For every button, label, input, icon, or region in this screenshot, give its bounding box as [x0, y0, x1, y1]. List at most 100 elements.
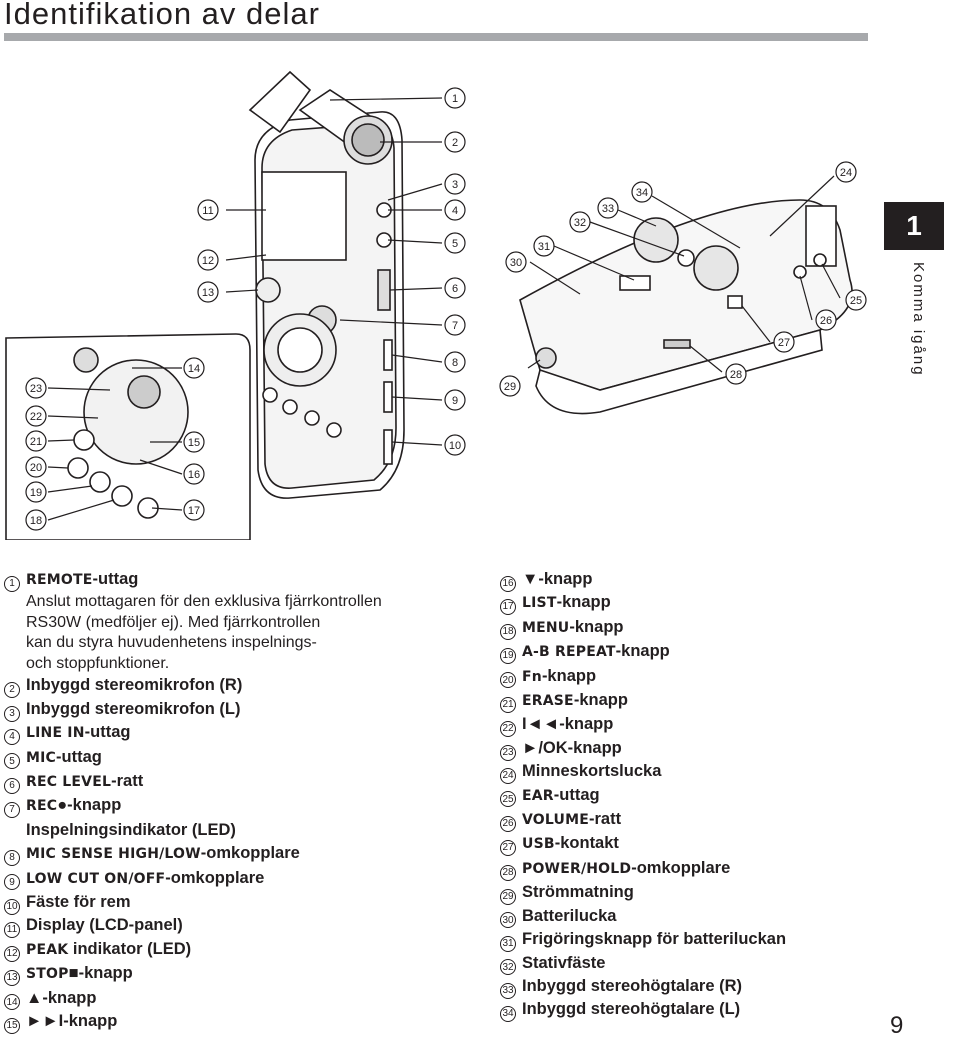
part-item: 15►►I-knapp [4, 1010, 474, 1034]
part-text: Inbyggd stereohögtalare (R) [522, 976, 743, 995]
svg-text:26: 26 [820, 315, 832, 327]
part-label: PEAK [26, 941, 69, 958]
part-text: -knapp [569, 617, 624, 636]
svg-text:17: 17 [188, 505, 200, 517]
back-leader-lines [527, 175, 841, 373]
svg-text:21: 21 [30, 436, 42, 448]
part-number-badge: 5 [4, 753, 20, 770]
svg-text:32: 32 [574, 217, 586, 229]
svg-text:30: 30 [510, 257, 522, 269]
svg-text:25: 25 [850, 295, 862, 307]
part-number-badge: 4 [4, 728, 20, 745]
part-text: Fäste för rem [26, 893, 131, 912]
part-text: ■-knapp [68, 964, 133, 983]
part-item: 7 REC●-knapp [4, 794, 474, 819]
front-callouts [25, 87, 867, 531]
front-leader-lines [225, 97, 443, 446]
part-number-badge: 15 [4, 1017, 20, 1034]
control-inset [5, 333, 251, 540]
part-number-badge: 21 [500, 696, 516, 713]
part-item: 14▲-knapp [4, 987, 474, 1011]
part-number-badge: 26 [500, 815, 516, 832]
part-text: -uttag [92, 570, 139, 588]
svg-text:29: 29 [504, 381, 516, 393]
part-text: -kontakt [554, 834, 619, 853]
part-text: Display (LCD-panel) [26, 916, 183, 935]
part-description-line: och stoppfunktioner. [26, 654, 170, 672]
svg-text:1: 1 [452, 93, 458, 105]
part-item: 4 LINE IN-uttag [4, 721, 474, 745]
inset-leader-lines [47, 367, 183, 521]
part-text: -ratt [588, 810, 622, 829]
part-description-line: RS30W (medföljer ej). Med fjärrkontrolle… [26, 613, 321, 631]
part-text: Minneskortslucka [522, 762, 662, 781]
svg-text:2: 2 [452, 137, 458, 149]
svg-text:22: 22 [30, 411, 42, 423]
svg-text:5: 5 [452, 238, 458, 250]
svg-text:28: 28 [730, 369, 742, 381]
part-text: -uttag [84, 723, 131, 742]
callout-labels: 1 2 3 4 5 6 7 8 9 10 11 12 13 23 22 21 2… [30, 93, 862, 527]
svg-text:24: 24 [840, 167, 852, 179]
part-label: MENU [522, 619, 570, 636]
part-label: LIST [522, 595, 557, 612]
svg-text:34: 34 [636, 187, 648, 199]
svg-text:6: 6 [452, 283, 458, 295]
part-text: Inbyggd stereohögtalare (L) [522, 1000, 741, 1019]
part-number-badge: 30 [500, 912, 516, 929]
part-text: Strömmatning [522, 883, 634, 902]
page-number: 9 [890, 1012, 904, 1039]
part-number-badge: 22 [500, 721, 516, 738]
part-number-badge: 29 [500, 888, 516, 905]
part-item: 23 ►/OK-knapp [500, 737, 940, 761]
recorder-back-view [519, 199, 853, 415]
page-title: Identifikation av delar [4, 0, 320, 31]
part-label: LINE IN [26, 725, 85, 742]
part-text: -omkopplare [165, 868, 265, 887]
part-text: Batterilucka [522, 906, 617, 925]
part-item: 9 LOW CUT ON/OFF-omkopplare [4, 867, 474, 891]
part-number-badge: 11 [4, 922, 20, 939]
chapter-number-tab: 1 [884, 202, 944, 250]
part-description-line: Anslut mottagaren för den exklusiva fjär… [26, 593, 382, 611]
part-subitem: Inspelningsindikator (LED) [26, 820, 236, 839]
part-label: Fn [522, 668, 542, 685]
svg-text:9: 9 [452, 395, 458, 407]
svg-text:23: 23 [30, 383, 42, 395]
part-number-badge: 20 [500, 672, 516, 689]
part-number-badge: 23 [500, 744, 516, 761]
part-label: STOP [26, 966, 69, 983]
part-number-badge: 16 [500, 575, 516, 592]
svg-text:8: 8 [452, 357, 458, 369]
part-label: LOW CUT ON/OFF [26, 870, 166, 887]
part-label: MIC SENSE HIGH/LOW [26, 846, 201, 863]
svg-text:13: 13 [202, 287, 214, 299]
part-text: ►/OK-knapp [522, 738, 622, 757]
part-label: REC LEVEL [26, 774, 112, 791]
part-text: ●-knapp [57, 796, 122, 815]
part-number-badge: 6 [4, 777, 20, 794]
svg-text:27: 27 [778, 337, 790, 349]
svg-text:10: 10 [449, 440, 461, 452]
part-number-badge: 9 [4, 874, 20, 891]
part-number-badge: 7 [4, 802, 20, 819]
svg-text:18: 18 [30, 515, 42, 527]
part-text: ▼-knapp [522, 570, 593, 588]
svg-text:12: 12 [202, 255, 214, 267]
part-label: REC [26, 798, 58, 815]
